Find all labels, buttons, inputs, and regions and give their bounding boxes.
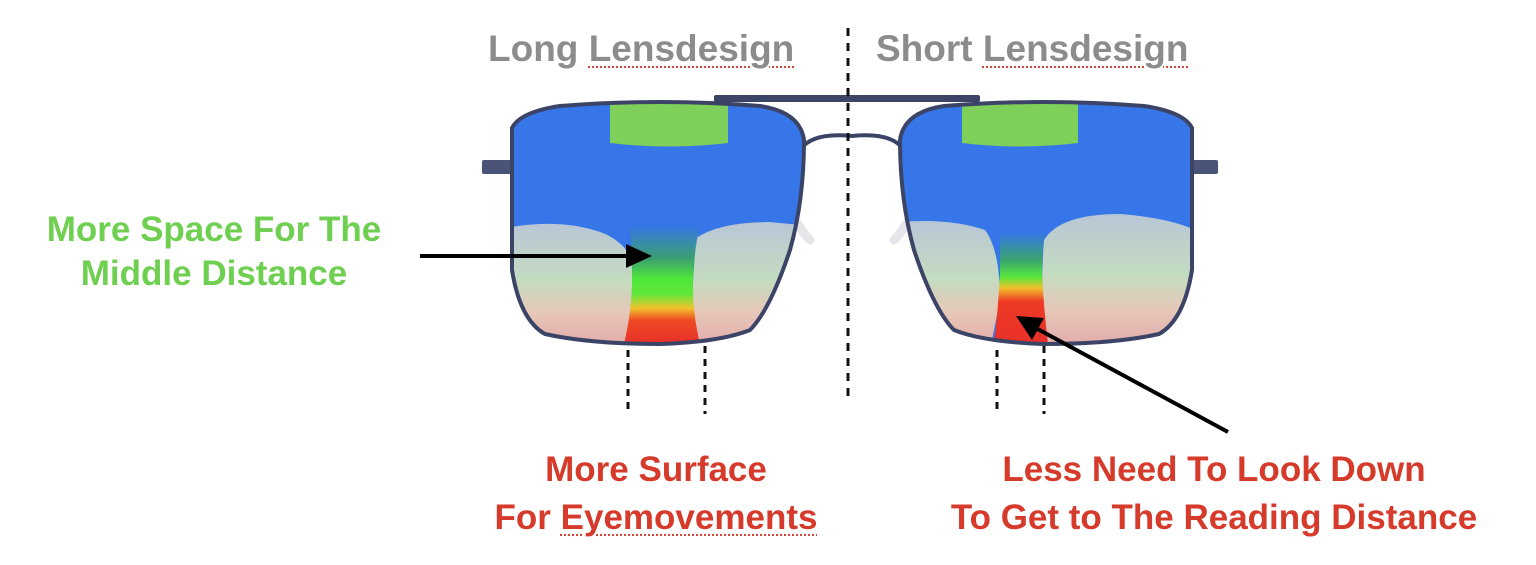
right-lens-frame (897, 100, 1194, 347)
arrow-to-reading-zone (1016, 316, 1229, 434)
right-lens-short-design (900, 102, 1192, 344)
title-long-lensdesign: Long Lensdesign (488, 28, 795, 69)
left-lens-long-design (512, 102, 804, 344)
annotation-middle-distance: More Space For The Middle Distance (46, 210, 382, 293)
annotation-eyemovements: More Surface For Eyemovements (494, 450, 818, 537)
arrow-to-middle-distance (420, 244, 652, 268)
annotation-reading-distance: Less Need To Look Down To Get to The Rea… (950, 450, 1478, 537)
distance-zone-right (962, 102, 1078, 147)
arrow-head-icon (626, 244, 652, 268)
peripheral-blur-right-inner (1042, 214, 1192, 344)
progressive-corridor-left (624, 225, 700, 344)
top-bridge-bar (714, 95, 980, 102)
nose-bridge (798, 133, 906, 152)
left-temple-stub (482, 160, 514, 174)
right-temple-stub (1190, 160, 1218, 174)
progressive-corridor-right (994, 232, 1048, 344)
arrow-head-icon (1016, 316, 1044, 340)
distance-zone-left (610, 102, 728, 147)
peripheral-blur-right-outer (900, 221, 1000, 344)
left-lens-frame (510, 100, 807, 347)
title-short-lensdesign: Short Lensdesign (876, 28, 1189, 69)
